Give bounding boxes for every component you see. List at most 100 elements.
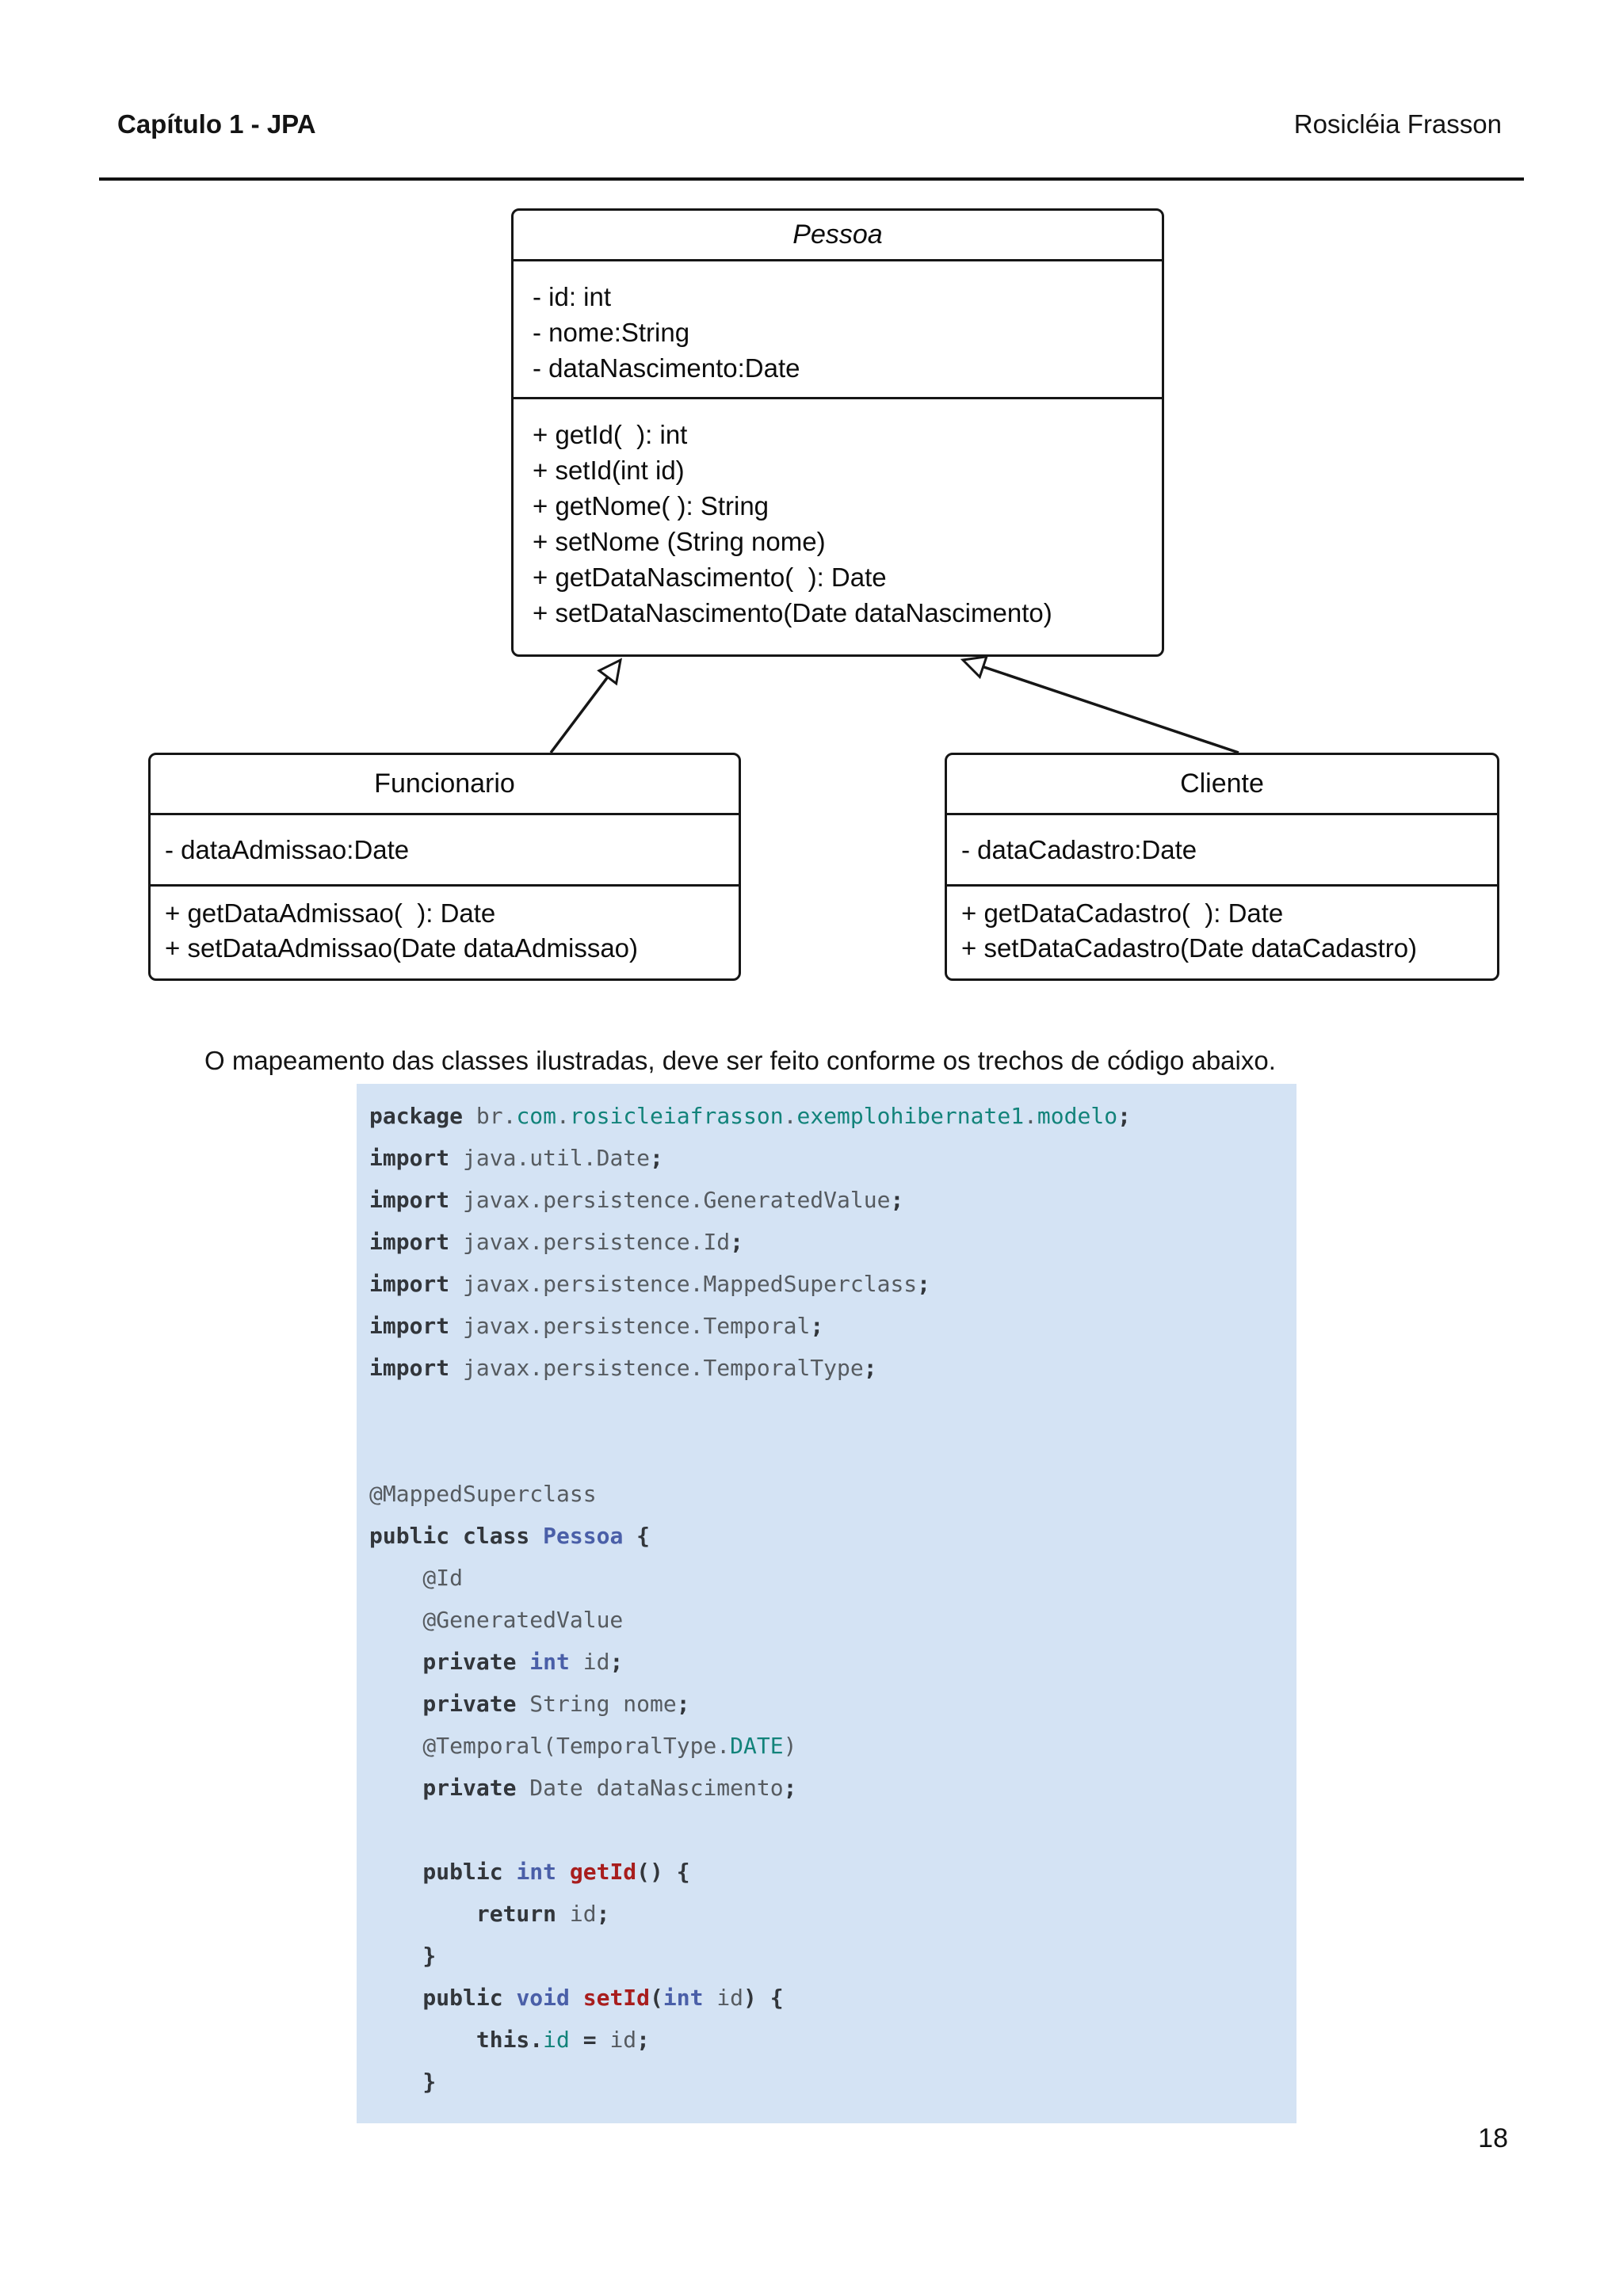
code-token: ;	[917, 1271, 931, 1297]
code-line: @Temporal(TemporalType.DATE)	[369, 1725, 1296, 1767]
code-token: modelo	[1037, 1103, 1118, 1129]
code-line: import javax.persistence.MappedSuperclas…	[369, 1263, 1296, 1305]
code-token: ;	[783, 1775, 797, 1801]
code-token: javax.persistence.Id	[449, 1229, 731, 1255]
code-line: @GeneratedValue	[369, 1599, 1296, 1641]
code-token: void	[516, 1985, 570, 2011]
generalization-line-funcionario	[549, 676, 609, 754]
code-line: private String nome;	[369, 1683, 1296, 1725]
code-line: import javax.persistence.Id;	[369, 1221, 1296, 1263]
code-token: id	[543, 2027, 570, 2053]
code-token: .	[783, 1103, 797, 1129]
uml-attribute: - dataNascimento:Date	[533, 353, 800, 383]
code-token: com	[516, 1103, 557, 1129]
code-token: public	[369, 1985, 517, 2011]
uml-method: + setDataCadastro(Date dataCadastro)	[961, 933, 1418, 963]
uml-attributes-compartment: - dataAdmissao:Date	[151, 815, 739, 887]
uml-method: + setId(int id)	[533, 456, 685, 485]
code-token: Pessoa	[543, 1523, 624, 1549]
code-token: import	[369, 1145, 450, 1171]
code-line: private Date dataNascimento;	[369, 1767, 1296, 1809]
code-token: DATE	[730, 1733, 784, 1759]
uml-attributes-compartment: - id: int- nome:String- dataNascimento:D…	[514, 261, 1162, 399]
code-line: public class Pessoa {	[369, 1515, 1296, 1557]
generalization-arrowhead-icon	[960, 654, 989, 680]
code-token: br.	[463, 1103, 517, 1129]
code-token: int	[516, 1859, 557, 1885]
code-token: @Id	[369, 1565, 464, 1591]
code-token: id	[556, 1901, 597, 1927]
code-token: ;	[1117, 1103, 1131, 1129]
header-divider	[99, 177, 1524, 181]
code-token: id	[569, 1649, 610, 1675]
code-line: public int getId() {	[369, 1851, 1296, 1893]
body-paragraph: O mapeamento das classes ilustradas, dev…	[204, 1046, 1276, 1075]
code-line: import java.util.Date;	[369, 1137, 1296, 1179]
page-number: 18	[1478, 2123, 1508, 2153]
header-author: Rosicléia Frasson	[1293, 109, 1502, 139]
code-token: () {	[636, 1859, 690, 1885]
code-token: javax.persistence.TemporalType	[449, 1355, 864, 1381]
uml-method: + setNome (String nome)	[533, 527, 826, 556]
uml-method: + setDataAdmissao(Date dataAdmissao)	[165, 933, 639, 963]
uml-attribute: - dataAdmissao:Date	[165, 835, 410, 864]
uml-class-funcionario: Funcionario - dataAdmissao:Date + getDat…	[148, 753, 741, 981]
code-token: ;	[636, 2027, 651, 2053]
uml-method: + getDataNascimento( ): Date	[533, 563, 887, 592]
code-token: return	[369, 1901, 557, 1927]
uml-attribute: - dataCadastro:Date	[961, 835, 1197, 864]
code-token: import	[369, 1271, 450, 1297]
code-token: import	[369, 1187, 450, 1213]
uml-class-title: Cliente	[947, 755, 1497, 815]
code-token: ;	[730, 1229, 744, 1255]
code-token: .	[556, 1103, 570, 1129]
code-token: ;	[810, 1313, 824, 1339]
code-token: }	[369, 1943, 437, 1969]
header-chapter-title: Capítulo 1 - JPA	[117, 109, 316, 139]
code-token: public	[369, 1859, 517, 1885]
code-token: id	[703, 1985, 744, 2011]
uml-methods-compartment: + getId( ): int+ setId(int id)+ getNome(…	[514, 399, 1162, 631]
code-line: @MappedSuperclass	[369, 1473, 1296, 1515]
uml-method: + setDataNascimento(Date dataNascimento)	[533, 598, 1052, 627]
code-token: setId	[582, 1985, 651, 2011]
code-token: ;	[609, 1649, 624, 1675]
code-token: {	[623, 1523, 651, 1549]
code-token: ;	[650, 1145, 663, 1171]
code-token: ;	[596, 1901, 610, 1927]
code-token: ;	[863, 1355, 877, 1381]
code-token: javax.persistence.Temporal	[449, 1313, 811, 1339]
uml-method: + getDataCadastro( ): Date	[961, 898, 1284, 928]
code-token: import	[369, 1355, 450, 1381]
code-token: ;	[676, 1691, 690, 1717]
code-line: @Id	[369, 1557, 1296, 1599]
code-token: .	[1024, 1103, 1037, 1129]
code-token: ) {	[743, 1985, 784, 2011]
code-token: javax.persistence.GeneratedValue	[449, 1187, 891, 1213]
code-token: private	[369, 1691, 530, 1717]
uml-method: + getId( ): int	[533, 420, 688, 449]
code-line: }	[369, 1935, 1296, 1977]
uml-attribute: - nome:String	[533, 318, 690, 347]
code-block: package br.com.rosicleiafrasson.exemploh…	[357, 1084, 1296, 2123]
code-line: }	[369, 2061, 1296, 2103]
code-line: import javax.persistence.GeneratedValue;	[369, 1179, 1296, 1221]
code-token: @MappedSuperclass	[369, 1481, 597, 1507]
code-token: getId	[569, 1859, 637, 1885]
code-token: id	[609, 2027, 637, 2053]
code-token: this	[369, 2027, 530, 2053]
code-token: Date dataNascimento	[529, 1775, 784, 1801]
code-token: int	[663, 1985, 704, 2011]
code-token: exemplohibernate1	[796, 1103, 1025, 1129]
code-token: rosicleiafrasson	[569, 1103, 784, 1129]
code-line: private int id;	[369, 1641, 1296, 1683]
code-token: public class	[369, 1523, 544, 1549]
code-token: private	[369, 1649, 530, 1675]
uml-methods-compartment: + getDataCadastro( ): Date + setDataCadas…	[947, 887, 1497, 966]
code-token: (	[650, 1985, 663, 2011]
code-token: @Temporal(TemporalType.	[369, 1733, 731, 1759]
code-token: }	[369, 2069, 437, 2095]
uml-attributes-compartment: - dataCadastro:Date	[947, 815, 1497, 887]
code-token: .	[529, 2027, 544, 2053]
